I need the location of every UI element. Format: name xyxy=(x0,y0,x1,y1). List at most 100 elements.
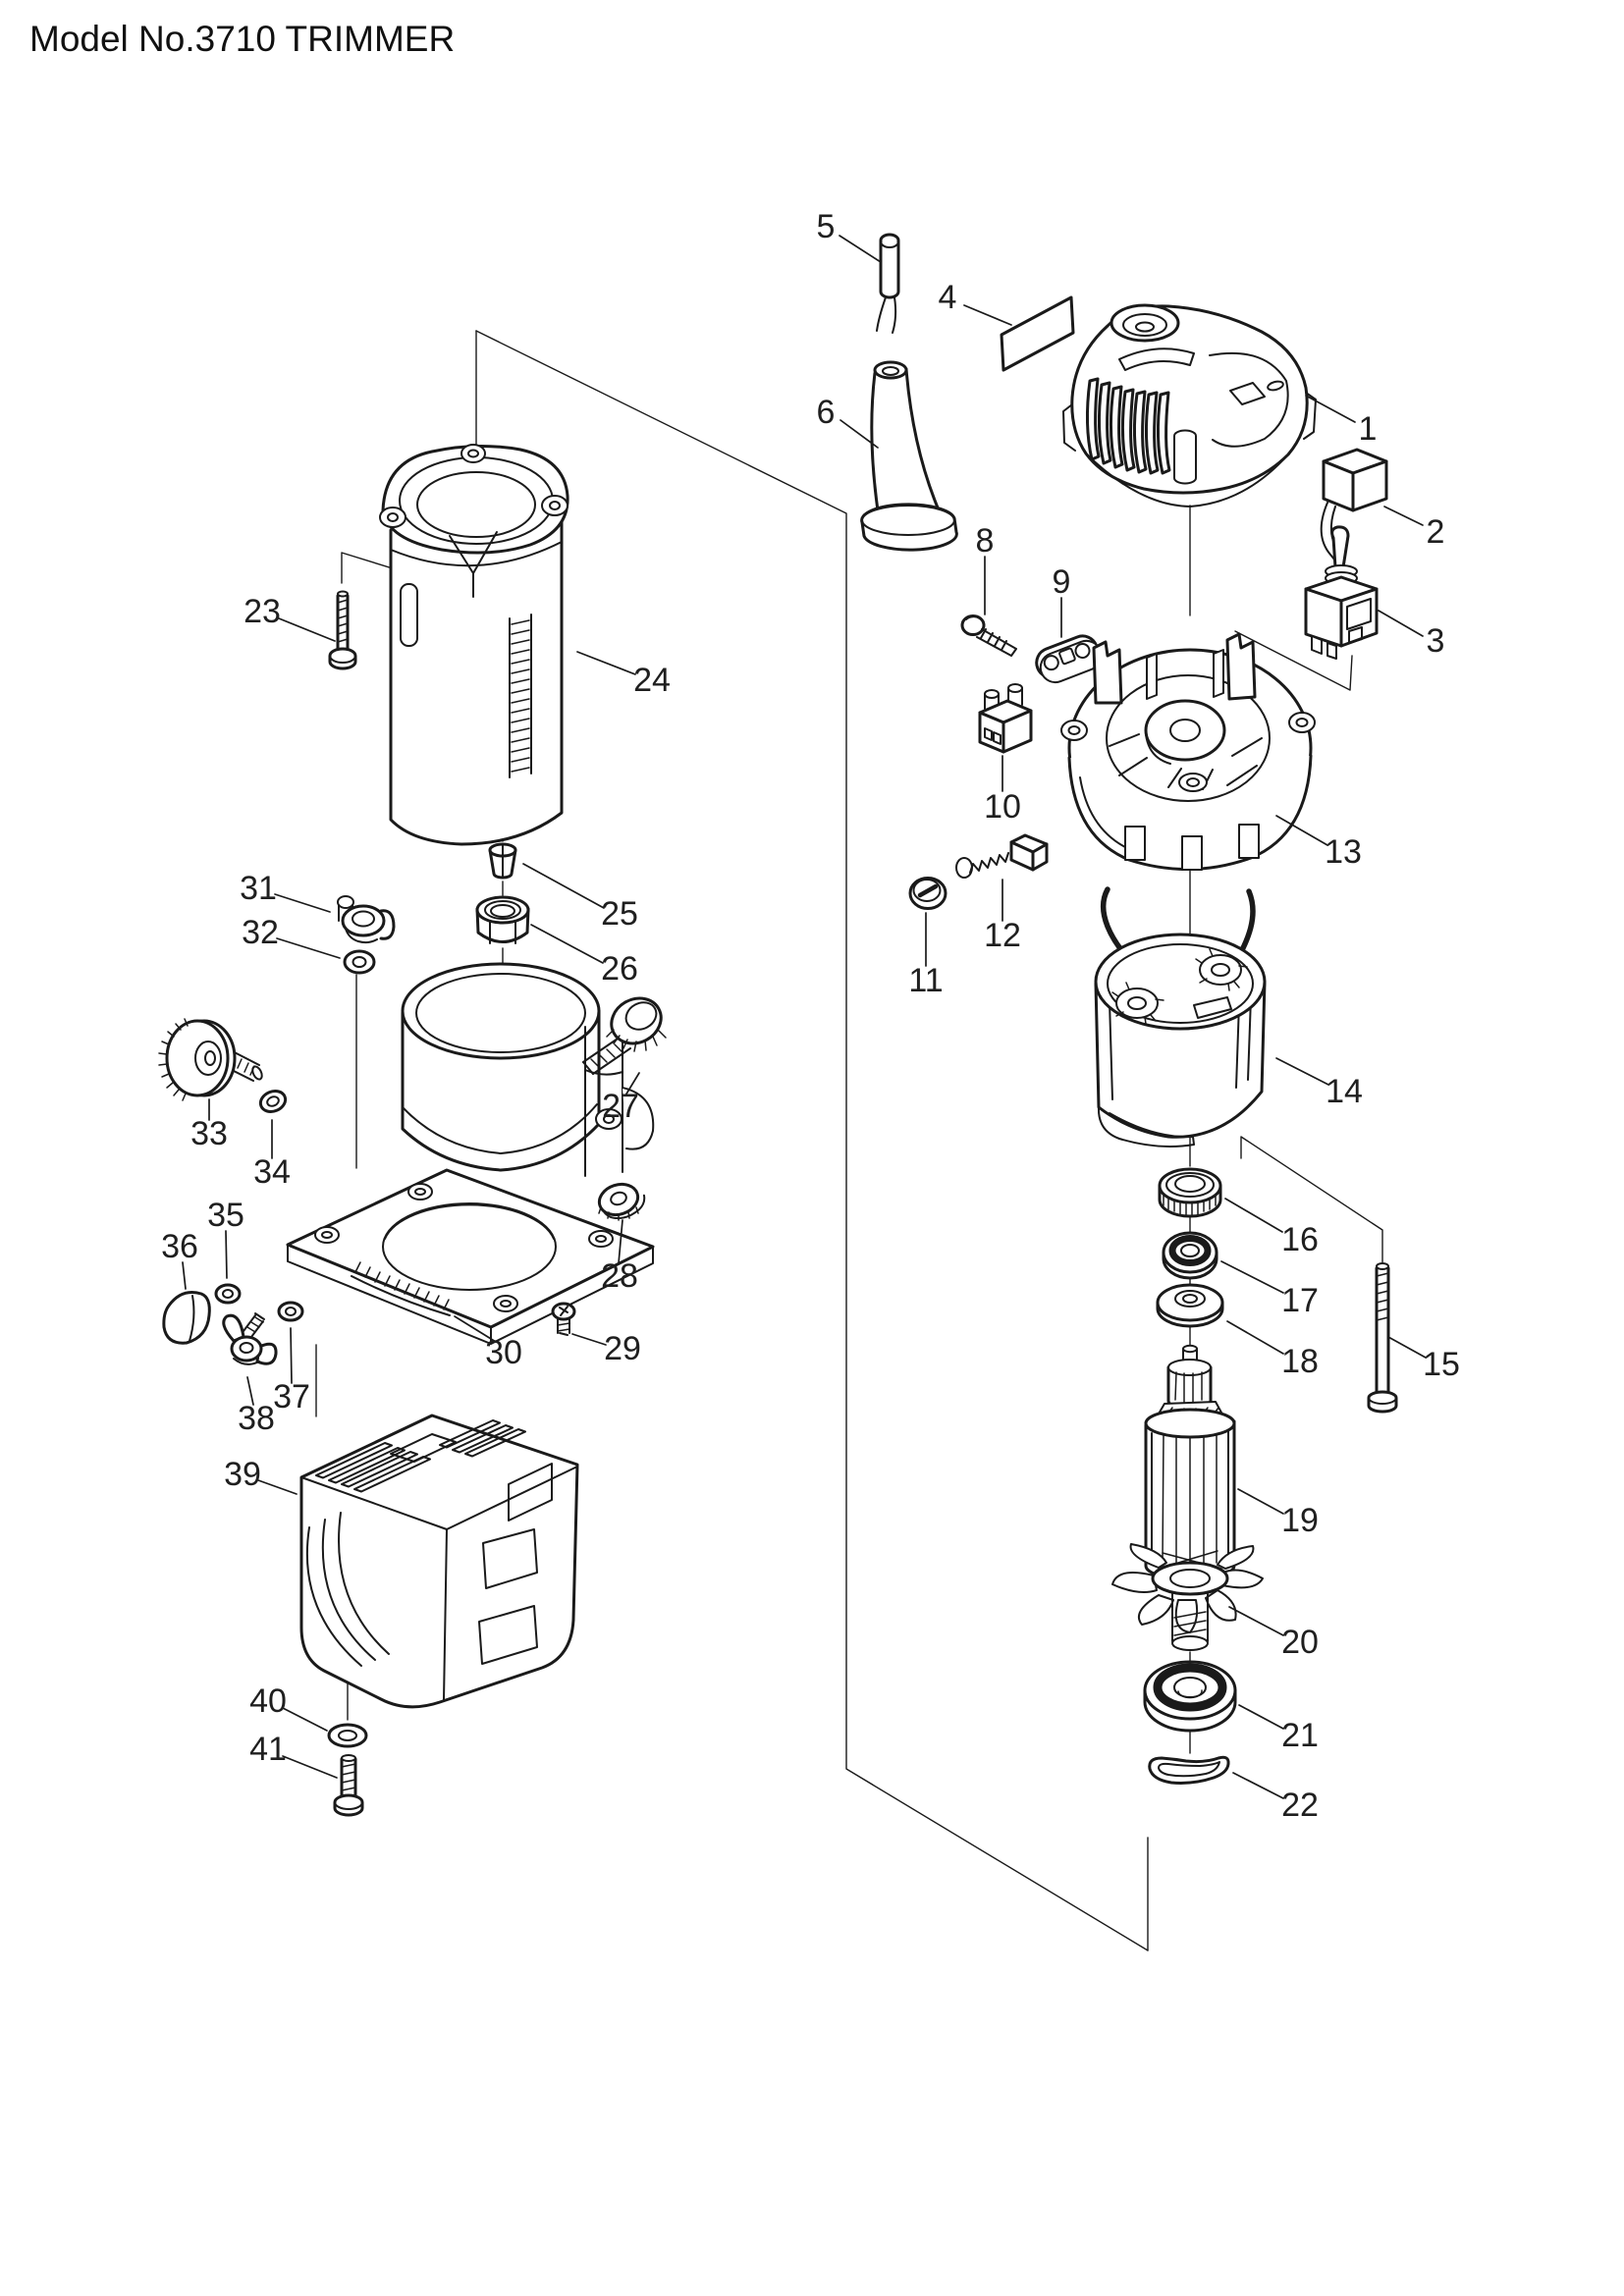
part-20-fan-drawing xyxy=(1111,1543,1264,1651)
part-36-lever-knob-drawing xyxy=(162,1291,211,1345)
page-title: Model No.3710 TRIMMER xyxy=(29,19,455,59)
callout-10: 10 xyxy=(984,755,1021,826)
leader-line-40 xyxy=(282,1707,328,1732)
callout-15-label: 15 xyxy=(1423,1346,1460,1383)
callout-20-label: 20 xyxy=(1281,1624,1319,1661)
callout-26: 26 xyxy=(530,924,638,988)
callout-9: 9 xyxy=(1053,563,1071,638)
leader-line-17 xyxy=(1220,1260,1284,1294)
callout-35-label: 35 xyxy=(207,1197,244,1234)
callout-28-label: 28 xyxy=(601,1257,638,1295)
callout-18: 18 xyxy=(1226,1320,1319,1380)
part-35-washer-drawing xyxy=(214,1283,242,1305)
leader-line-15 xyxy=(1387,1336,1427,1359)
leader-line-19 xyxy=(1237,1488,1284,1515)
callouts-layer: 1 2 3 4 5 6 8 9 10 11 12 13 14 15 16 17 … xyxy=(161,208,1460,1824)
part-31-wing-nut-drawing xyxy=(337,895,396,944)
callout-25-label: 25 xyxy=(601,895,638,933)
callout-30: 30 xyxy=(454,1315,522,1371)
leader-line-35 xyxy=(225,1230,228,1279)
leader-line-38 xyxy=(246,1376,254,1406)
part-37-washer-drawing xyxy=(277,1301,304,1322)
part-32-washer-drawing xyxy=(343,949,376,975)
part-24-housing-drawing xyxy=(379,444,569,846)
callout-36-label: 36 xyxy=(161,1228,198,1265)
part-34-washer-drawing xyxy=(258,1090,288,1113)
callout-6: 6 xyxy=(817,394,879,449)
part-40-washer-drawing xyxy=(327,1723,368,1748)
callout-31-label: 31 xyxy=(240,870,277,907)
part-14-field-drawing xyxy=(1094,886,1267,1148)
part-8-screw-drawing xyxy=(960,614,1017,657)
callout-32-label: 32 xyxy=(242,914,279,951)
leader-line-24 xyxy=(576,651,636,675)
callout-11: 11 xyxy=(908,912,944,999)
callout-5: 5 xyxy=(817,208,882,263)
leader-line-26 xyxy=(530,924,604,964)
part-10-terminal-block-drawing xyxy=(978,683,1033,754)
callout-17: 17 xyxy=(1220,1260,1319,1319)
leader-line-23 xyxy=(278,617,336,642)
callout-33: 33 xyxy=(190,1098,228,1152)
part-11-brush-cap-drawing xyxy=(908,877,947,910)
callout-19-label: 19 xyxy=(1281,1502,1319,1539)
callout-29-label: 29 xyxy=(604,1330,641,1367)
callout-1-label: 1 xyxy=(1359,410,1378,448)
leader-line-22 xyxy=(1232,1772,1284,1799)
part-13-motor-housing-drawing xyxy=(1060,632,1316,871)
callout-32: 32 xyxy=(242,914,341,959)
callout-8-label: 8 xyxy=(976,522,995,560)
leader-line-18 xyxy=(1226,1320,1284,1355)
callout-39: 39 xyxy=(224,1456,298,1495)
leader-line-5 xyxy=(839,235,882,263)
callout-14: 14 xyxy=(1275,1057,1363,1110)
callout-41: 41 xyxy=(249,1731,338,1779)
callout-9-label: 9 xyxy=(1053,563,1071,601)
callout-10-label: 10 xyxy=(984,788,1021,826)
callout-38-label: 38 xyxy=(238,1400,275,1437)
callout-15: 15 xyxy=(1387,1336,1460,1383)
part-15-long-screw-drawing xyxy=(1367,1262,1398,1414)
leader-line-16 xyxy=(1224,1198,1283,1233)
callout-23: 23 xyxy=(244,593,336,642)
main-bracket-line xyxy=(475,330,1149,1951)
part-28-lock-nut-drawing xyxy=(597,1182,646,1221)
callout-39-label: 39 xyxy=(224,1456,261,1493)
part-12-carbon-brush-drawing xyxy=(955,833,1049,879)
callout-40: 40 xyxy=(249,1682,328,1732)
callout-38: 38 xyxy=(238,1376,275,1437)
callout-26-label: 26 xyxy=(601,950,638,988)
leader-line-30 xyxy=(454,1315,497,1343)
leader-line-27 xyxy=(624,1072,640,1096)
part-25-collet-cone-drawing xyxy=(488,842,517,880)
part-9-cord-clamp-drawing xyxy=(1035,634,1103,684)
callout-19: 19 xyxy=(1237,1488,1319,1539)
callout-8: 8 xyxy=(976,522,995,615)
callout-25: 25 xyxy=(522,863,638,933)
part-33-knob-drawing xyxy=(158,1018,263,1101)
callout-34-label: 34 xyxy=(253,1153,291,1191)
leader-line-28 xyxy=(618,1219,623,1264)
callout-22-label: 22 xyxy=(1281,1787,1319,1824)
leader-line-1 xyxy=(1305,395,1356,423)
callout-33-label: 33 xyxy=(190,1115,228,1152)
callout-13: 13 xyxy=(1275,815,1362,871)
leader-line-39 xyxy=(257,1479,298,1495)
leader-line-41 xyxy=(282,1755,338,1779)
callout-16-label: 16 xyxy=(1281,1221,1319,1258)
part-39-base-protector-drawing xyxy=(299,1414,579,1709)
callout-37: 37 xyxy=(273,1327,310,1415)
part-29-screw-drawing xyxy=(551,1302,576,1336)
leader-line-37 xyxy=(290,1327,293,1384)
part-16-ring-drawing xyxy=(1158,1167,1222,1218)
leader-line-6 xyxy=(839,419,879,449)
leader-line-13 xyxy=(1275,815,1328,846)
callout-4-label: 4 xyxy=(939,279,957,316)
callout-3-label: 3 xyxy=(1427,622,1445,660)
callout-6-label: 6 xyxy=(817,394,836,431)
callout-18-label: 18 xyxy=(1281,1343,1319,1380)
callout-27: 27 xyxy=(602,1072,640,1125)
callout-24-label: 24 xyxy=(633,662,671,699)
assembly-guide-lines xyxy=(315,330,1383,1951)
